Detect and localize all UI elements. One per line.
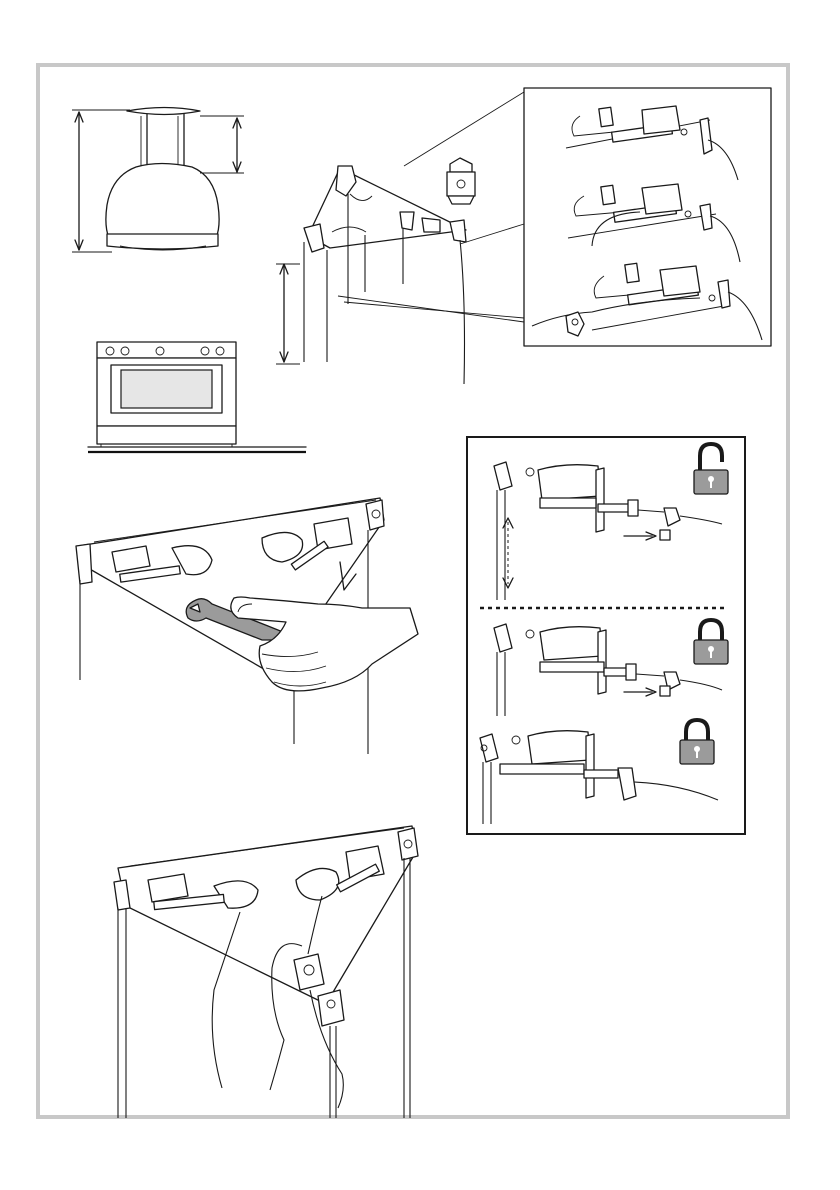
- detail-step-3: [532, 263, 762, 340]
- lock-sequence-box: [467, 437, 745, 834]
- detail-step-2: [568, 184, 740, 262]
- hood-height-figure: [72, 108, 244, 253]
- cable-clamp-icon: [447, 158, 475, 204]
- cable-clamp-detail-box: [524, 88, 771, 346]
- wrench-tightening-figure: [76, 498, 418, 754]
- cooker-figure: [88, 342, 306, 452]
- detail-step-1: [566, 106, 738, 180]
- final-bracket-figure: [114, 826, 418, 1118]
- mounting-bracket-figure: [276, 92, 524, 384]
